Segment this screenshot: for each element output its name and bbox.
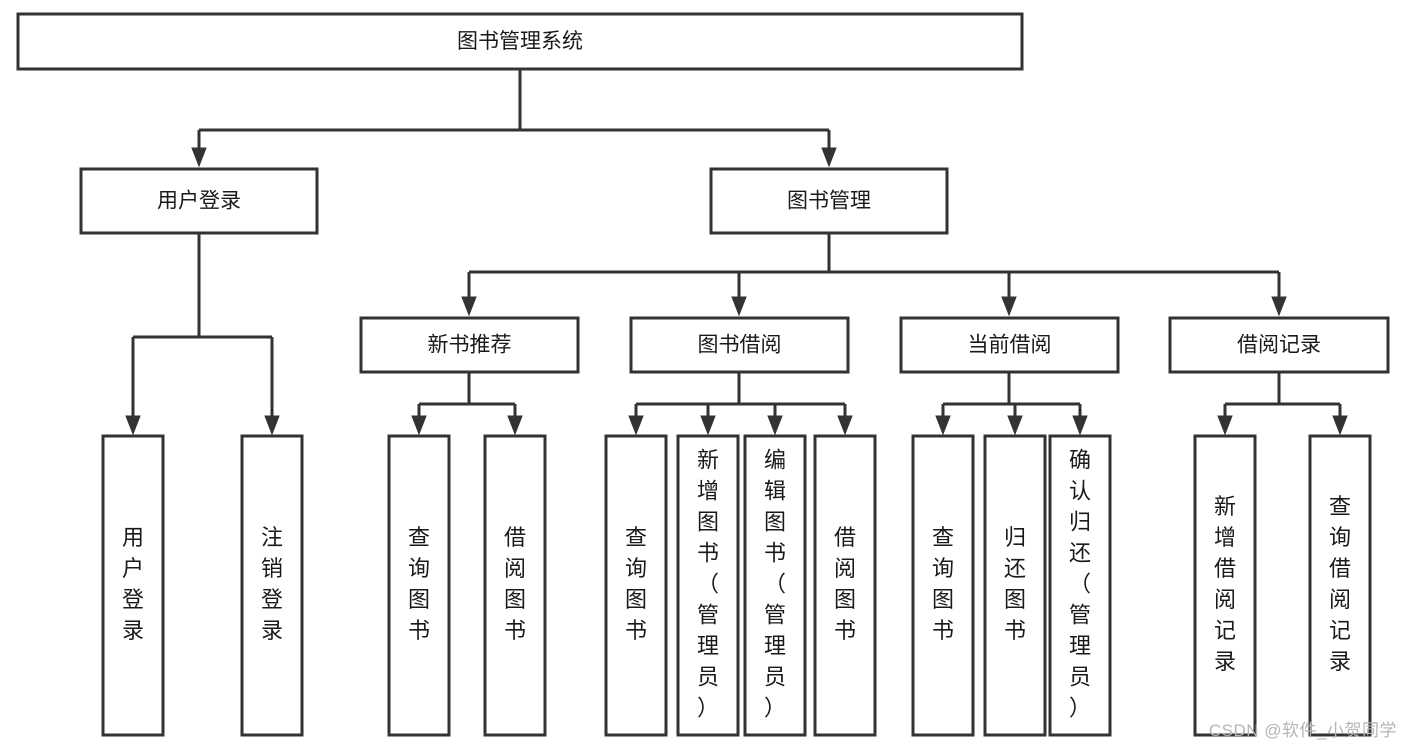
node-box-user-login [79,167,319,235]
arrow-current-l1-icon [935,415,951,436]
node-leaf-return-book[interactable]: 归还图书 [983,434,1047,737]
node-label-current-borrow: 当前借阅 [968,334,1052,357]
node-label-leaf-edit-book-admin: 编辑图书（管理员） [764,448,786,721]
node-book-management[interactable]: 图书管理 [709,167,949,235]
node-leaf-borrow-book[interactable]: 借阅图书 [813,434,877,737]
node-box-leaf-add-borrow-record [1193,434,1257,737]
node-box-book-borrow [629,316,850,374]
node-leaf-confirm-return-admin[interactable]: 确认归还（管理员） [1048,434,1112,737]
arrow-book-mgmt-icon [821,147,837,168]
arrow-current-l2-icon [1007,415,1023,436]
node-box-borrow-record [1168,316,1390,374]
node-label-leaf-query-book-current: 查询图书 [932,525,954,643]
node-box-leaf-add-book-admin [676,434,740,737]
node-box-leaf-edit-book-admin [743,434,807,737]
node-box-leaf-logout [240,434,304,737]
node-label-root: 图书管理系统 [457,30,583,53]
node-box-leaf-query-book-current [911,434,975,737]
arrow-current-borrow-icon [1001,296,1017,317]
node-label-borrow-record: 借阅记录 [1237,334,1321,357]
csdn-watermark: CSDN @软件_小贺同学 [1208,721,1397,740]
node-leaf-query-book-current[interactable]: 查询图书 [911,434,975,737]
node-label-leaf-confirm-return-admin: 确认归还（管理员） [1069,448,1091,721]
node-new-book-recommend[interactable]: 新书推荐 [359,316,580,374]
node-label-leaf-query-book-rec: 查询图书 [408,525,430,643]
node-box-leaf-confirm-return-admin [1048,434,1112,737]
node-box-leaf-borrow-book [813,434,877,737]
node-label-leaf-return-book: 归还图书 [1004,525,1026,643]
arrow-borrow-l4-icon [837,415,853,436]
node-box-current-borrow [899,316,1120,374]
arrow-book-borrow-icon [731,296,747,317]
node-box-new-book-recommend [359,316,580,374]
node-leaf-user-login[interactable]: 用户登录 [101,434,165,737]
arrow-borrow-l3-icon [767,415,783,436]
arrow-leaf-logout-icon [264,415,280,436]
node-label-leaf-add-book-admin: 新增图书（管理员） [697,448,719,721]
node-user-login[interactable]: 用户登录 [79,167,319,235]
diagram-nodes: 图书管理系统用户登录图书管理新书推荐图书借阅当前借阅借阅记录用户登录注销登录查询… [16,12,1390,737]
node-label-leaf-query-book-borrow: 查询图书 [625,525,647,643]
node-box-book-management [709,167,949,235]
node-book-borrow[interactable]: 图书借阅 [629,316,850,374]
arrow-borrow-record-icon [1271,296,1287,317]
node-label-leaf-query-borrow-record: 查询借阅记录 [1329,494,1351,674]
node-box-leaf-query-book-rec [387,434,451,737]
arrow-new-book-recommend-icon [461,296,477,317]
node-label-leaf-user-login: 用户登录 [122,525,144,643]
node-borrow-record[interactable]: 借阅记录 [1168,316,1390,374]
node-leaf-add-book-admin[interactable]: 新增图书（管理员） [676,434,740,737]
node-box-leaf-user-login [101,434,165,737]
node-leaf-query-borrow-record[interactable]: 查询借阅记录 [1308,434,1372,737]
arrow-rec-l1-icon [411,415,427,436]
arrow-rec-l2-icon [507,415,523,436]
node-current-borrow[interactable]: 当前借阅 [899,316,1120,374]
arrow-leaf-user-login-icon [125,415,141,436]
node-leaf-borrow-book-rec[interactable]: 借阅图书 [483,434,547,737]
node-label-leaf-borrow-book: 借阅图书 [834,525,856,643]
arrow-record-l1-icon [1217,415,1233,436]
node-label-leaf-borrow-book-rec: 借阅图书 [504,525,526,643]
node-label-book-management: 图书管理 [787,190,871,213]
node-box-root [16,12,1024,71]
node-box-leaf-query-borrow-record [1308,434,1372,737]
arrow-user-login-icon [191,147,207,168]
node-root[interactable]: 图书管理系统 [16,12,1024,71]
node-leaf-query-book-borrow[interactable]: 查询图书 [604,434,668,737]
node-leaf-logout[interactable]: 注销登录 [240,434,304,737]
node-leaf-edit-book-admin[interactable]: 编辑图书（管理员） [743,434,807,737]
arrow-record-l2-icon [1332,415,1348,436]
node-box-leaf-return-book [983,434,1047,737]
node-box-leaf-borrow-book-rec [483,434,547,737]
arrow-current-l3-icon [1072,415,1088,436]
node-label-user-login: 用户登录 [157,190,241,213]
node-box-leaf-query-book-borrow [604,434,668,737]
node-label-new-book-recommend: 新书推荐 [428,334,512,357]
node-label-leaf-add-borrow-record: 新增借阅记录 [1214,494,1236,674]
node-label-leaf-logout: 注销登录 [261,525,283,643]
arrow-borrow-l1-icon [628,415,644,436]
node-leaf-query-book-rec[interactable]: 查询图书 [387,434,451,737]
arrowheads [125,147,1348,436]
node-leaf-add-borrow-record[interactable]: 新增借阅记录 [1193,434,1257,737]
node-label-book-borrow: 图书借阅 [698,334,782,357]
arrow-borrow-l2-icon [700,415,716,436]
